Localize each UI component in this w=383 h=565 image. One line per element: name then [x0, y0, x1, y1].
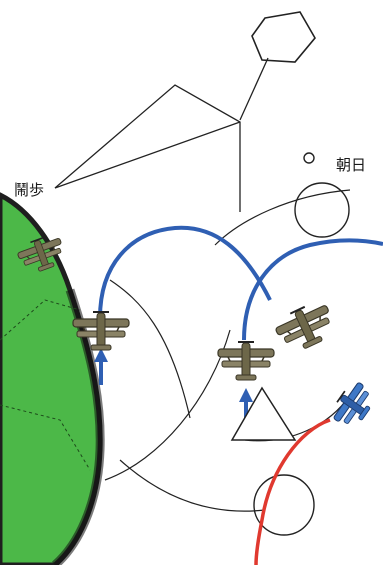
biplane-icon — [217, 341, 275, 381]
terrain-inner-line-2 — [0, 404, 91, 471]
terrain-inner-line-1 — [0, 299, 81, 341]
biplane-icon — [271, 297, 340, 358]
blue-flight-path-1 — [98, 225, 272, 319]
small-circle-icon — [303, 152, 315, 164]
lower-circle-icon — [253, 474, 315, 536]
connector-line-1 — [54, 84, 241, 212]
arc-line-1 — [214, 189, 351, 246]
red-flight-path — [254, 418, 331, 565]
arrow-up-icon — [94, 348, 108, 385]
triangle-icon — [230, 386, 297, 441]
label-asahi: 朝日 — [336, 156, 367, 174]
arc-line-2 — [109, 279, 191, 419]
blue-biplane-icon — [333, 382, 371, 424]
arc-line-3 — [104, 329, 231, 481]
hexagon-icon — [251, 11, 316, 63]
asahi-circle-icon — [294, 182, 350, 238]
label-kachou: 鬧歩 — [14, 181, 45, 199]
blue-flight-path-2 — [242, 238, 383, 341]
connector-line-2 — [54, 121, 241, 189]
terrain-edge-shadow — [51, 288, 105, 565]
arc-line-4 — [119, 459, 266, 512]
hexagon-tether — [239, 57, 269, 121]
